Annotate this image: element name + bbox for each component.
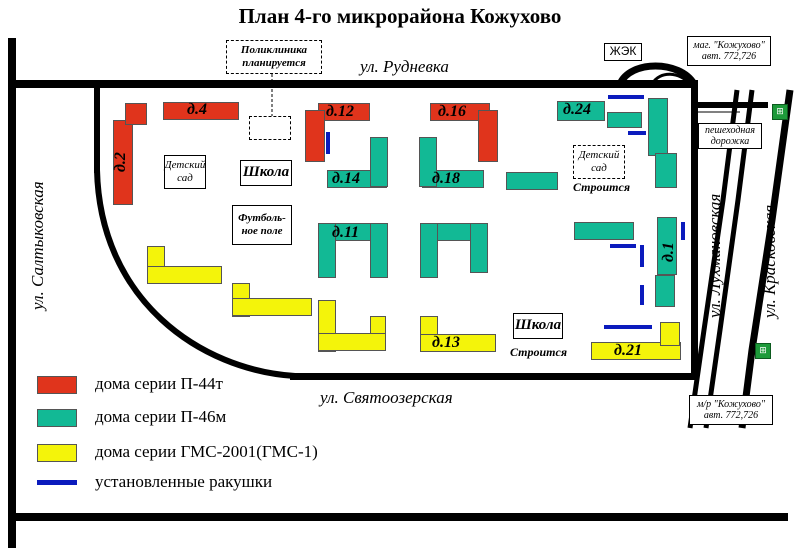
building-c-left [420, 223, 438, 278]
building-d2-vertical [113, 120, 133, 205]
garage-7 [640, 285, 644, 305]
building-d14-side [370, 137, 388, 187]
school-2-box: Школа [513, 313, 563, 339]
building-east-flat [506, 172, 558, 190]
building-d1-low [655, 275, 675, 307]
garage-3 [628, 131, 646, 135]
street-label-rudnevka: ул. Рудневка [360, 57, 449, 76]
zhek-box: ЖЭК [604, 43, 642, 61]
road-rudnevka [8, 80, 698, 88]
building-d24 [557, 101, 605, 121]
building-d1 [657, 217, 677, 275]
road-inner-left [94, 88, 100, 173]
road-bottom [8, 513, 788, 521]
bus-stop-1-icon: ⊞ [772, 104, 788, 120]
label-d11: д.11 [332, 224, 360, 241]
building-d4 [163, 102, 239, 120]
bus-stop-2-box: м/р "Кожухово" авт. 772,726 [689, 395, 773, 425]
building-d11-left [318, 223, 336, 278]
building-d21 [591, 342, 681, 360]
road-inner-right [691, 80, 698, 378]
school-2-status: Строится [510, 345, 568, 359]
garage-5 [681, 222, 685, 240]
building-d13-base [420, 334, 496, 352]
garage-1 [326, 132, 330, 154]
bus-stop-1-box: маг. "Кожухово" авт. 772,726 [687, 36, 771, 66]
building-d16-side [478, 110, 498, 162]
polyclinic-plot [249, 116, 291, 140]
building-c-right [470, 223, 488, 273]
label-d24: д.24 [563, 101, 591, 118]
label-d21: д.21 [614, 342, 642, 359]
building-e-1 [574, 222, 634, 240]
legend-label-p44t: дома серии П-44т [95, 374, 223, 393]
garage-4 [610, 244, 636, 248]
street-label-svyatoozerskaya: ул. Святоозерская [320, 388, 453, 407]
label-d13: д.13 [432, 334, 460, 351]
legend-label-garages: установленные ракушки [95, 472, 273, 491]
label-d14: д.14 [332, 170, 360, 187]
football-field-box: Футболь-ное поле [232, 205, 292, 245]
label-d18: д.18 [432, 170, 460, 187]
building-d2-top [125, 103, 147, 125]
building-d24-ext [607, 112, 642, 128]
school-1-box: Школа [240, 160, 292, 186]
kindergarten-2-box: Детский сад [573, 145, 625, 179]
kindergarten-2-status: Строится [573, 180, 631, 194]
building-y2-base [232, 298, 312, 316]
legend-swatch-p46m [37, 409, 77, 427]
building-d21-tab [660, 322, 680, 346]
footpath-box: пешеходная дорожка [698, 123, 762, 149]
polyclinic-box: Поликлиника планируется [226, 40, 322, 74]
building-ne-2 [655, 153, 677, 188]
bus-stop-2-icon: ⊞ [755, 343, 771, 359]
garage-6 [640, 245, 644, 267]
building-d18-side [419, 137, 437, 187]
garage-8 [604, 325, 652, 329]
legend-label-gms: дома серии ГМС-2001(ГМС-1) [95, 442, 318, 461]
label-d16: д.16 [438, 103, 466, 120]
map-title: План 4-го микрорайона Кожухово [238, 4, 562, 28]
label-d12: д.12 [326, 103, 354, 120]
legend-swatch-gms [37, 444, 77, 462]
legend-label-p46m: дома серии П-46м [95, 407, 227, 426]
legend-swatch-p44t [37, 376, 77, 394]
road-svyatoozerskaya [290, 373, 698, 380]
building-d11-right [370, 223, 388, 278]
legend-swatch-garages [37, 480, 77, 485]
building-d12-side [305, 110, 325, 162]
kindergarten-1-box: Детский сад [164, 155, 206, 189]
road-saltykovskaya [8, 38, 16, 548]
building-y1-base [147, 266, 222, 284]
garage-2 [608, 95, 644, 99]
building-y3-base [318, 333, 386, 351]
label-d4: д.4 [187, 101, 207, 118]
building-y3-tab [370, 316, 386, 334]
